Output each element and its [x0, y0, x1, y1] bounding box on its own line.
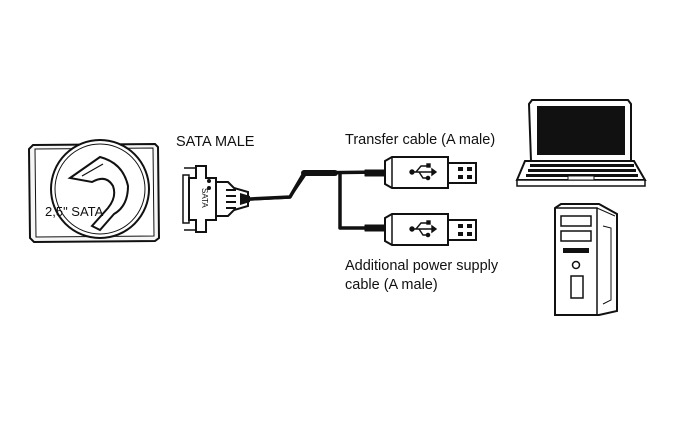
usb-plug-transfer — [384, 156, 477, 189]
sata-male-label: SATA MALE — [176, 134, 255, 150]
usb-plug-power — [384, 213, 477, 246]
hard-drive-icon: 2,5" SATA — [27, 139, 161, 244]
power-cable-label: Additional power supply cable (A male) — [345, 257, 498, 295]
adapter-label: SATA — [200, 188, 209, 208]
sata-adapter-icon: SATA — [182, 165, 250, 233]
laptop-keyboard — [526, 164, 638, 177]
desktop-tower-icon — [554, 203, 618, 316]
hdd-label: 2,5" SATA — [45, 204, 104, 219]
power-cable-label-line2: cable (A male) — [345, 277, 438, 293]
usb-symbol-icon — [409, 220, 438, 238]
transfer-cable-label: Transfer cable (A male) — [345, 132, 496, 148]
usb-symbol-icon — [409, 163, 438, 181]
laptop-icon — [515, 99, 647, 187]
cable-lines — [248, 169, 387, 232]
power-cable-label-line1: Additional power supply — [345, 258, 499, 274]
